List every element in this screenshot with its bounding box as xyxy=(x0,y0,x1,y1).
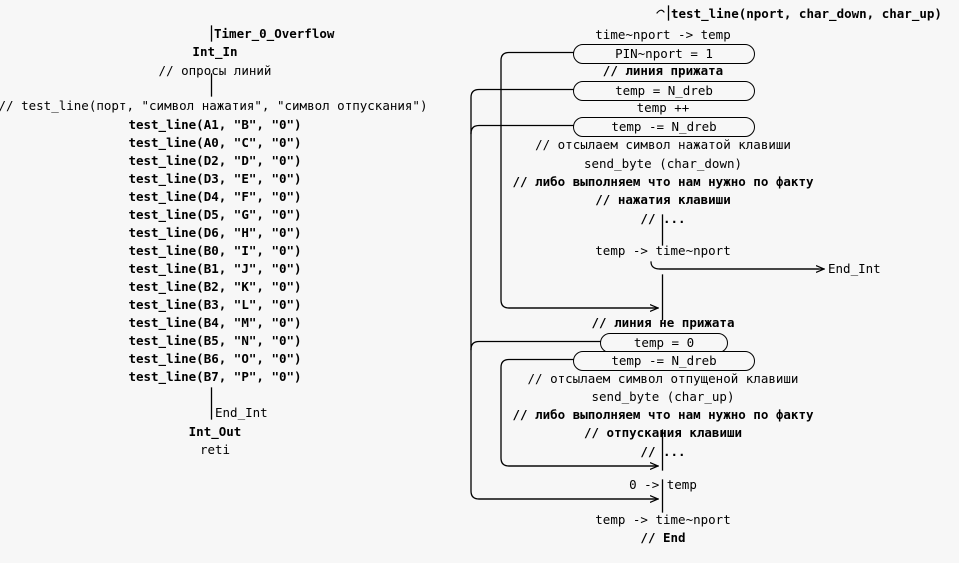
left-signature-comment: // test_line(порт, "символ нажатия", "си… xyxy=(0,98,428,113)
call-line: test_line(A1, "B", "0") xyxy=(128,117,302,132)
condition-temp-sub-ndreb: temp -= N_dreb xyxy=(573,117,755,137)
store-temp-line-1: temp -> time~nport xyxy=(595,243,731,258)
left-return-instruction: reti xyxy=(199,442,231,457)
condition-temp-zero: temp = 0 xyxy=(600,333,728,353)
left-poll-comment: // опросы линий xyxy=(158,63,272,78)
left-end-int-label: End_Int xyxy=(215,405,268,420)
ellipsis-1: // ... xyxy=(640,211,686,226)
zero-to-temp-line: 0 -> temp xyxy=(629,477,697,492)
call-line: test_line(A0, "C", "0") xyxy=(128,135,302,150)
left-exit-label: Int_Out xyxy=(188,424,242,439)
call-line: test_line(B0, "I", "0") xyxy=(128,243,302,258)
call-line: test_line(B1, "J", "0") xyxy=(128,261,302,276)
call-line: test_line(B6, "O", "0") xyxy=(128,351,302,366)
left-title: Timer_0_Overflow xyxy=(214,26,335,41)
call-line: test_line(D3, "E", "0") xyxy=(128,171,302,186)
comment-send-down: // отсылаем символ нажатой клавиши xyxy=(535,137,791,152)
comment-release-2: // отпускания клавиши xyxy=(583,425,743,440)
ellipsis-2: // ... xyxy=(640,444,686,459)
comment-send-up: // отсылаем символ отпущеной клавиши xyxy=(527,371,799,386)
call-line: test_line(B3, "L", "0") xyxy=(128,297,302,312)
call-line: test_line(B2, "K", "0") xyxy=(128,279,302,294)
temp-increment-line: temp ++ xyxy=(636,100,690,115)
comment-press-1: // нажатия клавиши xyxy=(595,192,731,207)
end-comment: // End xyxy=(640,530,686,545)
comment-line-pressed: // линия прижата xyxy=(602,63,724,78)
condition-pin-nport: PIN~nport = 1 xyxy=(573,44,755,64)
comment-or-do-2: // либо выполняем что нам нужно по факту xyxy=(512,407,814,422)
condition-temp-sub-ndreb-2: temp -= N_dreb xyxy=(573,351,755,371)
store-temp-line-2: temp -> time~nport xyxy=(595,512,731,527)
call-line: test_line(D4, "F", "0") xyxy=(128,189,302,204)
comment-line-not-pressed: // линия не прижата xyxy=(591,315,735,330)
comment-or-do-1: // либо выполняем что нам нужно по факту xyxy=(512,174,814,189)
call-line: test_line(B7, "P", "0") xyxy=(128,369,302,384)
send-byte-down-line: send_byte (char_down) xyxy=(583,156,743,171)
send-byte-up-line: send_byte (char_up) xyxy=(591,389,735,404)
call-line: test_line(D6, "H", "0") xyxy=(128,225,302,240)
end-int-target: End_Int xyxy=(828,261,881,276)
call-line: test_line(B4, "M", "0") xyxy=(128,315,302,330)
right-title: test_line(nport, char_down, char_up) xyxy=(671,6,942,21)
call-line: test_line(B5, "N", "0") xyxy=(128,333,302,348)
call-line: test_line(D2, "D", "0") xyxy=(128,153,302,168)
left-entry-label: Int_In xyxy=(192,44,238,59)
condition-temp-eq-ndreb: temp = N_dreb xyxy=(573,81,755,101)
load-temp-line: time~nport -> temp xyxy=(595,27,731,42)
call-line: test_line(D5, "G", "0") xyxy=(128,207,302,222)
